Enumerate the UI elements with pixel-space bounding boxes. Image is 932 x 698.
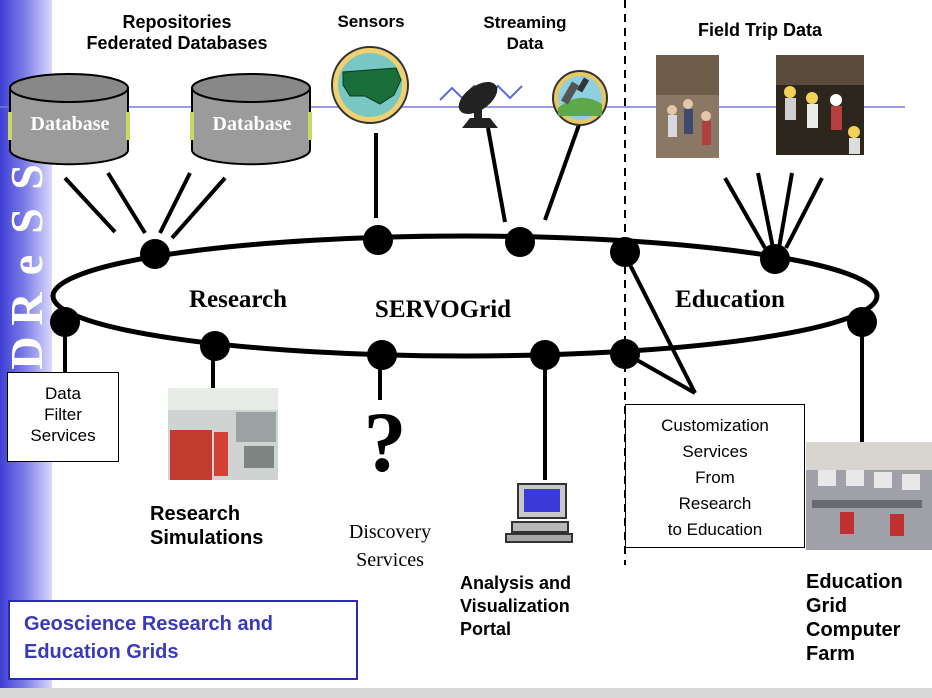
discovery-services-label: Discovery Services: [320, 518, 460, 574]
supercomputer-photo: [168, 388, 278, 480]
data-line: Data: [506, 34, 544, 53]
research-simulations-label: Research Simulations: [150, 502, 310, 550]
title-line: Geoscience Research and: [24, 613, 274, 635]
edu-farm-line: Computer: [806, 619, 901, 641]
ring-nodes: [50, 225, 877, 370]
customization-line: Services: [682, 442, 748, 461]
research-sim-line: Research: [150, 503, 241, 525]
analysis-line: Analysis and: [460, 573, 572, 593]
analysis-line: Visualization: [460, 596, 570, 616]
streaming-data-label: Streaming Data: [470, 12, 580, 54]
data-filter-services-box: Data Filter Services: [7, 372, 119, 462]
analysis-line: Portal: [460, 619, 512, 639]
field-trip-photo: [656, 55, 719, 158]
customization-line: From: [695, 468, 735, 487]
discovery-line: Discovery: [348, 521, 432, 543]
education-ring-label: Education: [675, 286, 785, 313]
database-cylinder: [8, 73, 130, 166]
bottom-bar: [0, 688, 932, 698]
repositories-label: Repositories Federated Databases: [72, 12, 282, 54]
database-cylinder: [190, 73, 312, 166]
customization-line: Customization: [661, 416, 769, 435]
satellite-orbit-icon: [552, 70, 608, 126]
database-label: Database: [30, 113, 110, 135]
customization-line: Research: [678, 494, 752, 513]
field-trip-photo: [776, 55, 864, 155]
computer-lab-photo: [806, 442, 932, 550]
repositories-line: Repositories: [122, 12, 232, 32]
data-filter-line: Filter: [44, 405, 82, 424]
education-farm-label: Education Grid Computer Farm: [806, 570, 932, 666]
federated-databases-line: Federated Databases: [86, 33, 268, 53]
question-mark-icon: ?: [363, 394, 407, 490]
data-filter-line: Data: [45, 384, 81, 403]
analysis-portal-label: Analysis and Visualization Portal: [460, 572, 630, 641]
us-map-sensor-icon: [331, 46, 409, 124]
geoscience-title-box: Geoscience Research and Education Grids: [8, 600, 358, 680]
edu-farm-line: Grid: [806, 595, 848, 617]
title-line: Education Grids: [24, 641, 179, 663]
servogrid-ring: [50, 233, 880, 359]
streaming-line: Streaming: [483, 13, 567, 32]
satellite-dish-icon: [439, 82, 523, 128]
research-sim-line: Simulations: [150, 527, 264, 549]
field-trip-label: Field Trip Data: [697, 20, 823, 40]
customization-services-box: Customization Services From Research to …: [625, 404, 805, 548]
database-spokes: [63, 121, 864, 480]
edu-farm-line: Education: [806, 571, 903, 593]
servogrid-ring-label: SERVOGrid: [374, 296, 512, 323]
edu-farm-line: Farm: [806, 643, 855, 665]
customization-line: to Education: [667, 520, 763, 539]
computer-icon: [505, 483, 573, 543]
research-ring-label: Research: [188, 286, 288, 313]
database-label: Database: [212, 113, 292, 135]
sensors-label: Sensors: [337, 12, 405, 31]
discovery-line: Services: [356, 549, 424, 571]
data-filter-line: Services: [30, 426, 96, 445]
